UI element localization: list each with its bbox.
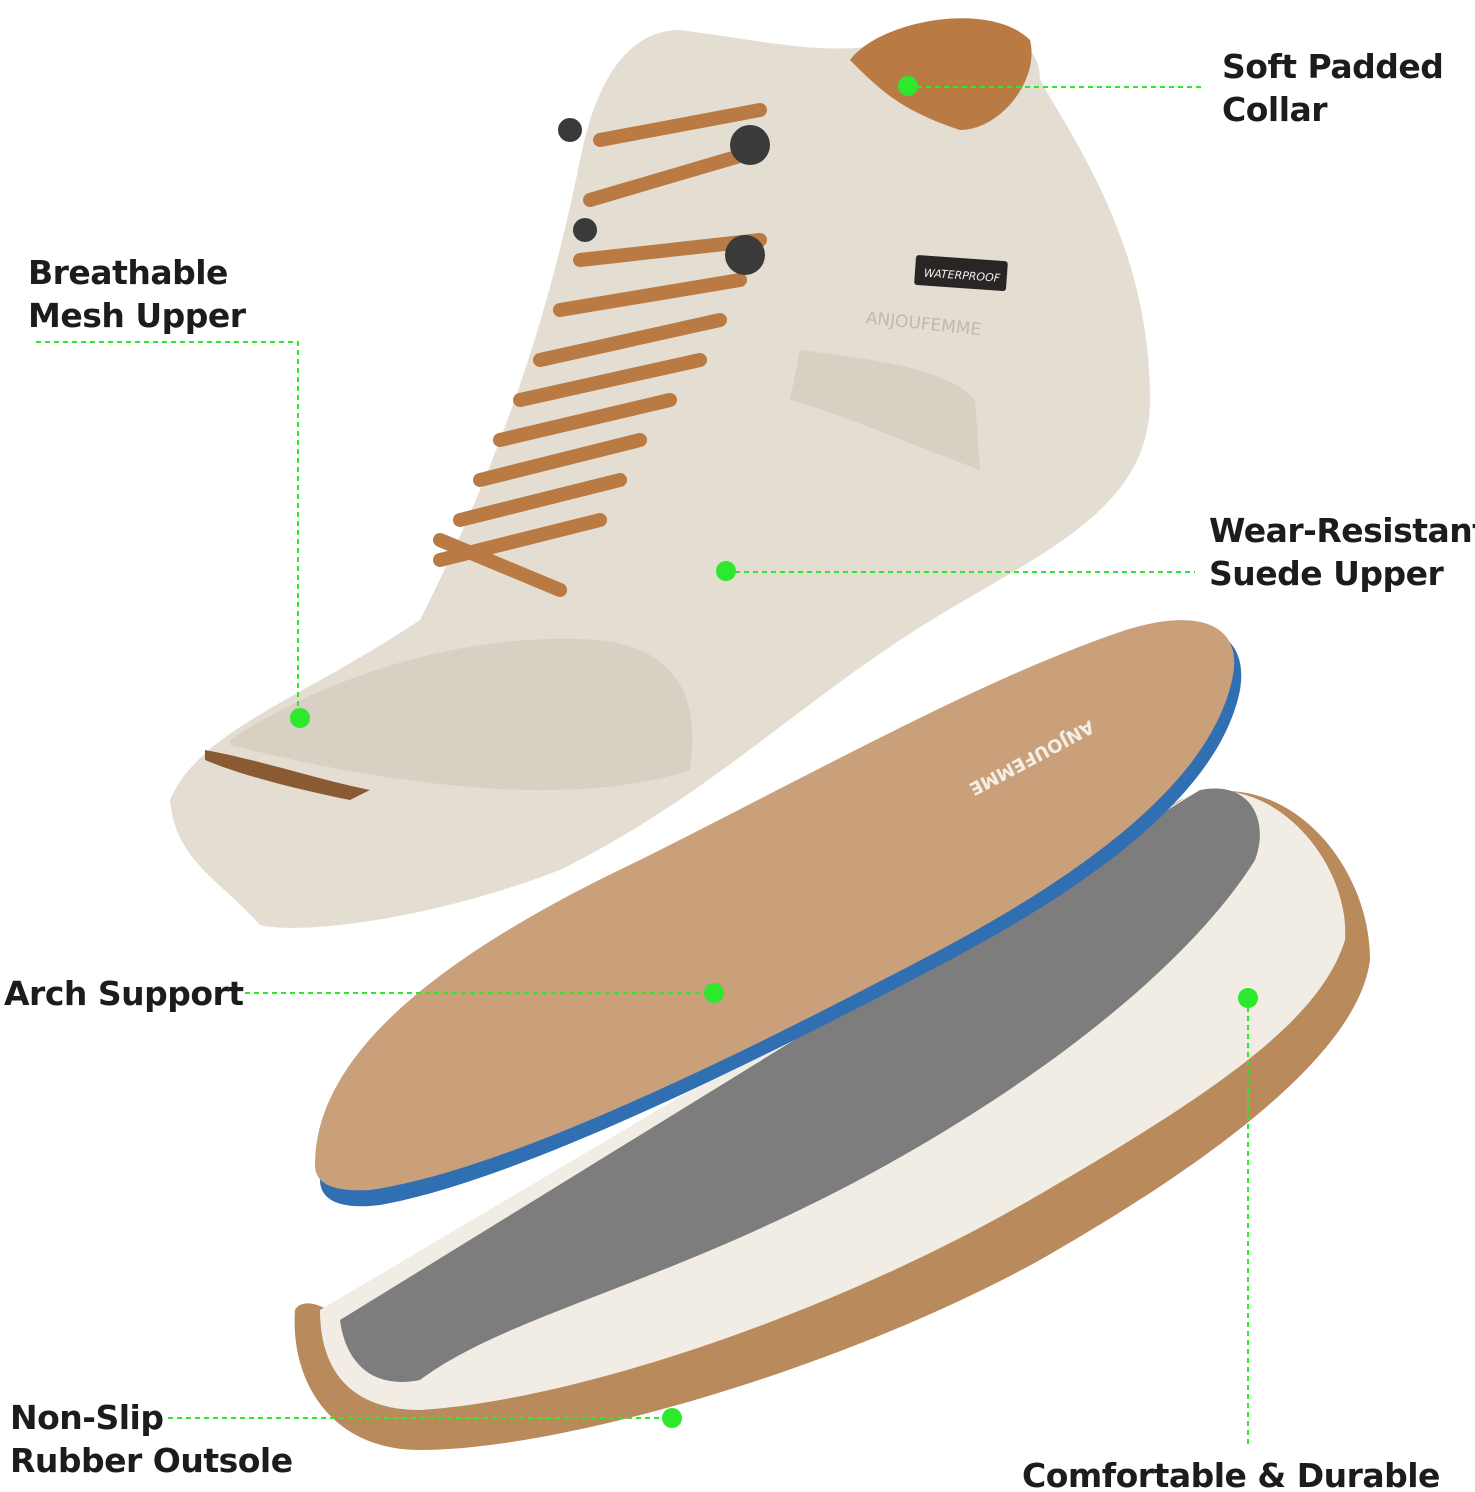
sole-unit [294,788,1370,1450]
outsole-dot [662,1408,682,1428]
label-collar: Soft Padded Collar [1222,45,1444,131]
label-collar-line2: Collar [1222,90,1328,129]
insole-top [315,620,1235,1191]
mesh-side [790,350,980,470]
label-mesh-line2: Mesh Upper [28,296,246,335]
mesh-dot [290,708,310,728]
label-suede-line1: Wear-Resistant [1209,511,1475,550]
label-arch-line1: Arch Support [4,974,244,1013]
label-suede-line2: Suede Upper [1209,554,1444,593]
callout-lines [36,86,1249,1445]
label-outsole-line2: Rubber Outsole [10,1441,293,1480]
label-comfort: Comfortable & Durable [1022,1454,1440,1492]
label-outsole-line1: Non-Slip [10,1398,164,1437]
collar-padding [850,18,1032,131]
label-mesh-line1: Breathable [28,253,228,292]
eyelets [558,118,770,275]
label-comfort-line1: Comfortable & Durable [1022,1456,1440,1492]
boot-upper: WATERPROOF ANJOUFEMME [170,18,1150,928]
label-mesh: Breathable Mesh Upper [28,251,246,337]
callout-dots [290,76,1258,1428]
toe-cap [205,750,370,800]
insole: ANJOUFEMME [315,620,1242,1207]
mesh-toe [230,638,693,791]
comfort-dot [1238,988,1258,1008]
waterproof-tag-text: WATERPROOF [923,266,1001,284]
mesh-leader [36,341,299,718]
label-suede: Wear-Resistant Suede Upper [1209,509,1475,595]
waterproof-tag [914,255,1008,292]
footbed [340,788,1260,1382]
label-arch: Arch Support [4,972,244,1015]
label-collar-line1: Soft Padded [1222,47,1444,86]
collar-dot [898,76,918,96]
label-outsole: Non-Slip Rubber Outsole [10,1396,293,1482]
arch-dot [704,983,724,1003]
suede-dot [716,561,736,581]
